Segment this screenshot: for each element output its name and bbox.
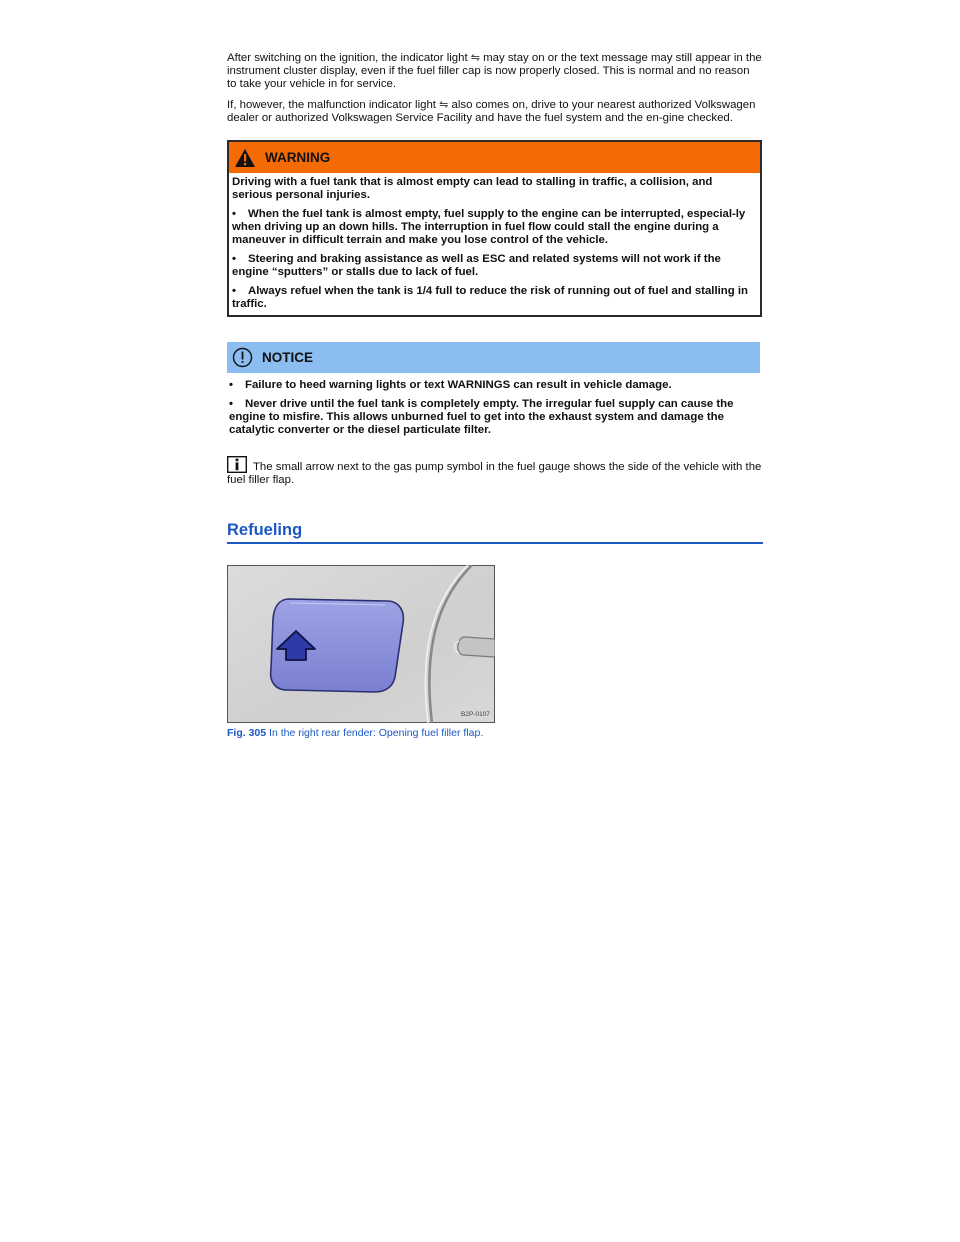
section-heading: Refueling [227, 521, 763, 544]
notice-box: NOTICE •Failure to heed warning lights o… [227, 342, 760, 437]
figure-caption-text: In the right rear fender: Opening fuel f… [269, 727, 484, 739]
warning-triangle-icon [235, 148, 255, 167]
warning-box: WARNING Driving with a fuel tank that is… [227, 140, 762, 317]
fuel-cap-indicator-icon: ⇋ [439, 99, 449, 111]
notice-bullet: •Never drive until the fuel tank is comp… [229, 398, 734, 436]
warning-bullet: •When the fuel tank is almost empty, fue… [232, 208, 746, 246]
figure-image-code: B2P-0107 [461, 711, 490, 718]
notice-body: •Failure to heed warning lights or text … [227, 373, 760, 437]
warning-body: Driving with a fuel tank that is almost … [229, 173, 760, 315]
figure-caption: Fig. 305 In the right rear fender: Openi… [227, 727, 762, 739]
info-note: The small arrow next to the gas pump sym… [227, 456, 762, 487]
warning-bullet: •Steering and braking assistance as well… [232, 253, 721, 278]
intro-paragraph-2: If, however, the malfunction indicator l… [227, 99, 756, 124]
info-note-icon [227, 456, 247, 473]
manual-page: After switching on the ignition, the ind… [227, 52, 763, 739]
notice-title: NOTICE [262, 350, 314, 365]
figure-label: Fig. 305 [227, 727, 267, 739]
section-title: Refueling [227, 521, 303, 539]
figure-fuel-filler-flap: B2P-0107 [227, 564, 496, 724]
fuel-filler-flap-illustration: B2P-0107 [227, 564, 496, 724]
fuel-cap-indicator-icon: ⇋ [470, 52, 480, 64]
notice-bullet: •Failure to heed warning lights or text … [229, 379, 672, 391]
warning-lead: Driving with a fuel tank that is almost … [232, 176, 713, 201]
warning-header: WARNING [229, 142, 760, 173]
intro-paragraph-1: After switching on the ignition, the ind… [227, 52, 762, 90]
notice-exclamation-icon [232, 347, 253, 368]
notice-header: NOTICE [227, 342, 760, 373]
warning-title: WARNING [265, 150, 331, 165]
warning-bullet: •Always refuel when the tank is 1/4 full… [232, 285, 748, 310]
